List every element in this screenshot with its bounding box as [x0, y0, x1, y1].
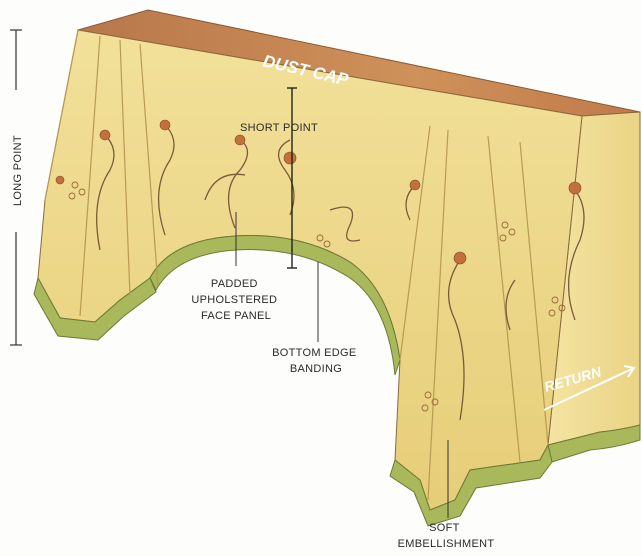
front-face: [34, 30, 582, 526]
short-point-label: SHORT POINT: [240, 122, 318, 134]
long-point-label: LONG POINT: [12, 135, 24, 206]
bottom-edge-label: BOTTOM EDGE BANDING: [272, 347, 360, 375]
face-panel-label: PADDED UPHOLSTERED FACE PANEL: [191, 278, 280, 322]
soft-embellishment-label: SOFT EMBELLISHMENT: [398, 522, 495, 550]
